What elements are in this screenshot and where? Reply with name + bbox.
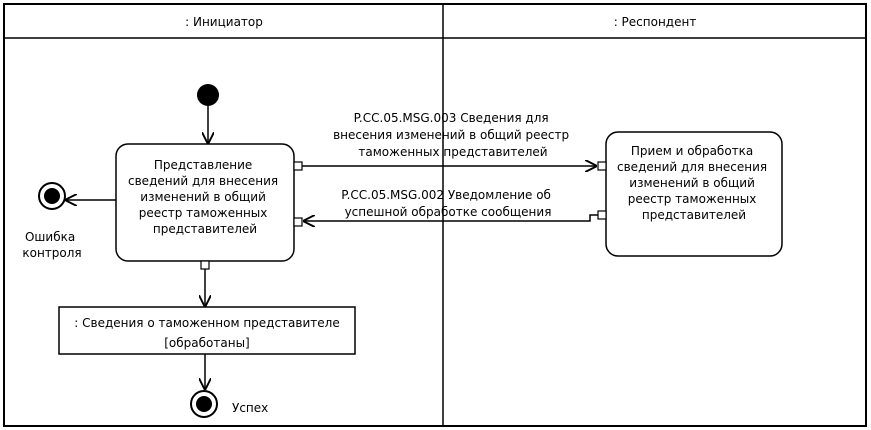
flow-msg002 [304, 214, 598, 221]
final-node-error-inner [44, 188, 60, 204]
pin-process-in-msg003 [597, 161, 607, 171]
final-node-success-inner [196, 396, 212, 412]
pin-present-in-msg002 [293, 217, 303, 227]
object-node-name: : Сведения о таможенном представителе [74, 316, 339, 330]
action-process-info-text: Прием и обработка сведений для внесения … [617, 144, 771, 222]
pin-process-out-msg002 [597, 210, 607, 220]
action-present-info-text: Представление сведений для внесения изме… [128, 158, 282, 236]
pin-present-out-msg003 [293, 161, 303, 171]
action-process-info [605, 131, 783, 257]
success-final-label: Успех [232, 401, 268, 415]
error-final-label: Ошибка контроля [22, 230, 81, 260]
message-msg003-label: P.CC.05.MSG.003 Сведения для внесения из… [333, 111, 573, 159]
message-msg002-label: P.CC.05.MSG.002 Уведомление об успешной … [341, 188, 555, 219]
lane-title-respondent: : Респондент [614, 15, 697, 29]
object-node-customs-rep [58, 306, 356, 355]
lane-title-initiator: : Инициатор [185, 15, 263, 29]
object-node-state: [обработаны] [164, 336, 249, 350]
pin-present-out-object [200, 260, 210, 270]
initial-node [197, 84, 219, 106]
